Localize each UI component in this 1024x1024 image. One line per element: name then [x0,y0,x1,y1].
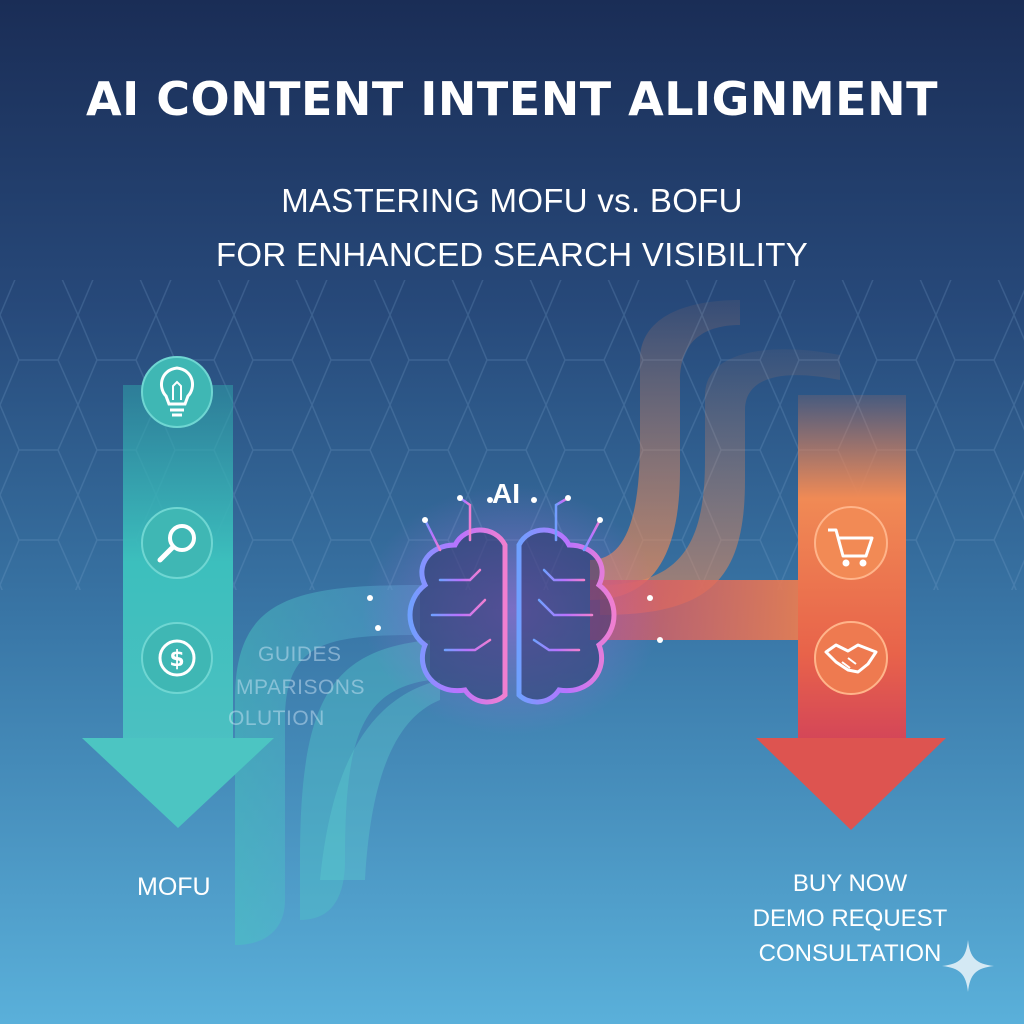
ai-label: AI [492,478,520,509]
bofu-item-buy-now: BUY NOW [792,870,908,897]
dollar-icon: $ [141,622,213,694]
mofu-faded-item: GUIDES [258,643,342,666]
sparkle-icon [942,940,994,992]
mofu-faded-item: MPARISONS [236,676,365,699]
brain-circuit-icon [367,495,663,705]
svg-text:$: $ [169,647,184,672]
bofu-action-list: BUY NOW DEMO REQUEST CONSULTATION [745,866,955,971]
handshake-icon [814,621,888,695]
mofu-label: MOFU [137,873,211,901]
mofu-flow-ribbons [235,585,440,945]
brain-glow [362,485,662,735]
lightbulb-icon [141,356,213,428]
bofu-item-demo-request: DEMO REQUEST [752,905,948,932]
shopping-cart-icon [814,506,888,580]
search-icon [141,507,213,579]
bofu-item-consultation: CONSULTATION [758,940,942,967]
mofu-faded-item: OLUTION [228,707,325,730]
subtitle-line-1: MASTERING MOFU vs. BOFU [281,182,743,219]
subtitle-line-2: FOR ENHANCED SEARCH VISIBILITY [215,236,809,273]
page-title: AI CONTENT INTENT ALIGNMENT [86,72,938,126]
